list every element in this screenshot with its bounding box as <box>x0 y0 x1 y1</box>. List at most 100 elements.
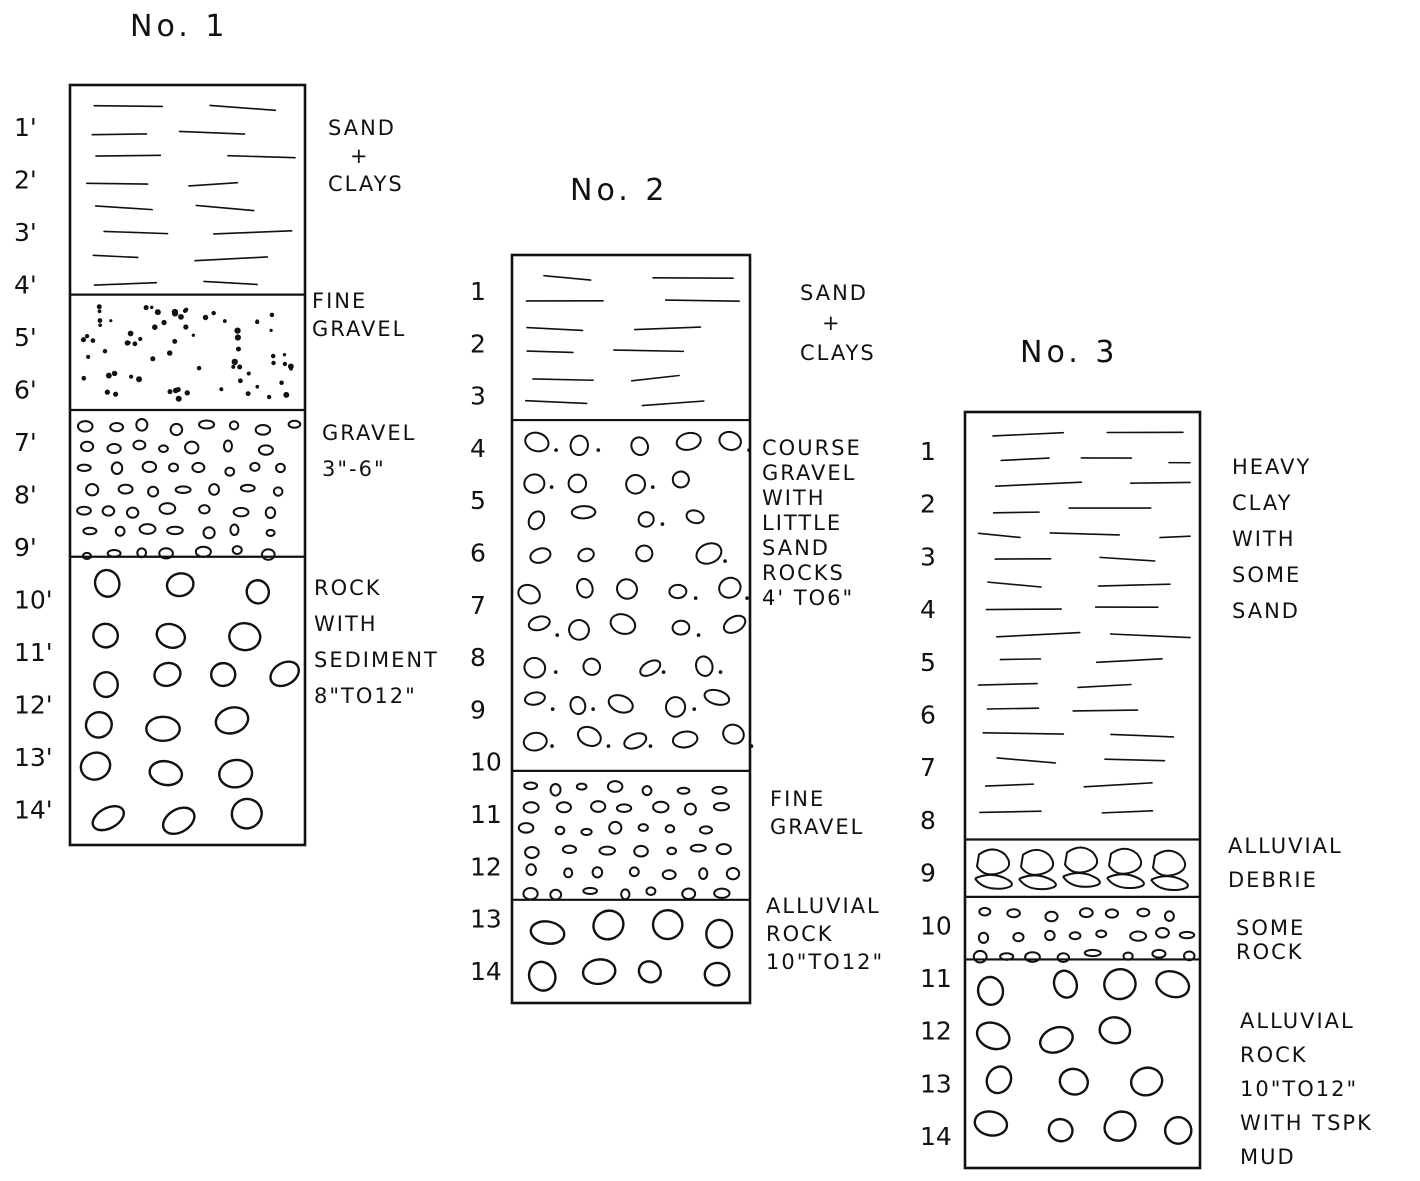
rock <box>705 918 734 949</box>
rock <box>1103 1110 1137 1142</box>
coarse-gravel <box>582 657 602 676</box>
gravel-dot <box>171 308 179 316</box>
pebble <box>517 822 535 834</box>
layer-pebbles <box>76 418 302 561</box>
gravel-dot <box>270 353 276 359</box>
depth-label: 14 <box>470 957 502 986</box>
layer-rocks <box>527 909 734 992</box>
depth-label: 8 <box>920 806 936 835</box>
layer-label: ROCK <box>314 576 382 600</box>
rock <box>214 706 250 735</box>
pebble <box>80 440 95 453</box>
pebble <box>249 461 261 472</box>
coarse-gravel <box>524 431 550 453</box>
pebble <box>239 483 256 493</box>
pebble <box>683 802 697 816</box>
pebble <box>158 547 174 560</box>
debris-piece <box>1150 875 1189 891</box>
rock <box>581 958 617 986</box>
pebble <box>174 485 192 495</box>
pebble <box>633 844 649 858</box>
pebble <box>158 444 169 453</box>
sand-dot <box>648 744 653 748</box>
sand-dot <box>554 448 558 452</box>
layer-label: SEDIMENT <box>314 648 439 672</box>
coarse-gravel <box>722 723 745 745</box>
pebble <box>194 545 212 558</box>
pebble <box>132 439 147 451</box>
boring-log-3: No. 3HEAVYCLAYWITHSOMESANDALLUVIALDEBRIE… <box>920 335 1371 1170</box>
layer-label: GRAVEL <box>762 461 856 485</box>
pebble <box>620 888 631 901</box>
depth-label: 1 <box>470 277 486 306</box>
log-title: No. 2 <box>570 173 668 208</box>
layer-hatch <box>977 431 1191 814</box>
hatch-mark <box>1083 782 1153 788</box>
depth-label: 13' <box>14 743 53 772</box>
pebble <box>265 528 276 537</box>
hatch-mark <box>195 204 255 212</box>
pebble <box>264 506 277 520</box>
pebble <box>1163 910 1175 922</box>
depth-label: 3 <box>470 382 486 411</box>
pebble <box>641 785 653 797</box>
pebble <box>591 866 604 879</box>
pebble <box>608 820 623 835</box>
layer-dots <box>80 304 294 402</box>
gravel-dot <box>282 353 287 357</box>
coarse-gravel <box>637 511 655 528</box>
hatch-mark <box>641 400 705 407</box>
hatch-mark <box>93 104 164 108</box>
gravel-dot <box>246 371 251 376</box>
gravel-dot <box>175 395 182 402</box>
hatch-mark <box>526 350 574 354</box>
gravel-dot <box>166 350 173 356</box>
hatch-mark <box>996 757 1057 764</box>
depth-label: 12 <box>470 852 502 881</box>
depth-label: 9 <box>470 695 486 724</box>
coarse-gravel <box>523 656 547 679</box>
hatch-mark <box>992 511 1040 514</box>
rock <box>92 622 119 649</box>
pebble <box>166 525 184 536</box>
layer-label: SOME <box>1232 563 1301 587</box>
rock <box>592 909 625 941</box>
debris-piece <box>975 848 1011 876</box>
pebble <box>169 422 184 437</box>
layer-label: WITH <box>314 612 378 636</box>
pebble <box>978 906 992 917</box>
layer-label: FINE <box>770 787 825 811</box>
rock <box>91 804 125 832</box>
pebble <box>713 887 731 899</box>
pebble <box>661 869 677 881</box>
layer-pebbles <box>517 780 741 901</box>
coarse-gravel <box>635 544 654 563</box>
layer-pebbles <box>972 906 1196 964</box>
layer-coarse <box>517 430 754 752</box>
pebble <box>208 483 220 496</box>
log-column <box>963 410 1202 1170</box>
depth-label: 1' <box>14 113 37 142</box>
sand-dot <box>606 744 611 748</box>
coarse-gravel <box>568 619 590 641</box>
hatch-mark <box>93 281 158 286</box>
coarse-gravel <box>607 694 634 714</box>
gravel-dot <box>282 361 288 367</box>
depth-label: 4' <box>14 271 37 300</box>
rock <box>1103 968 1137 1001</box>
depth-label: 3 <box>920 542 936 571</box>
pebble <box>1006 908 1021 919</box>
pebble <box>554 825 566 836</box>
gravel-dot <box>255 319 260 325</box>
pebble <box>117 483 134 495</box>
hatch-mark <box>987 581 1042 588</box>
layer-label: ALLUVIAL <box>1228 834 1343 858</box>
gravel-dot <box>234 327 241 334</box>
gravel-dot <box>235 346 241 352</box>
gravel-dot <box>237 378 243 384</box>
sand-dot <box>696 633 701 637</box>
pebble <box>1068 931 1082 941</box>
pebble <box>232 506 250 518</box>
debris-piece <box>1062 872 1101 888</box>
depth-label: 7' <box>14 428 37 457</box>
